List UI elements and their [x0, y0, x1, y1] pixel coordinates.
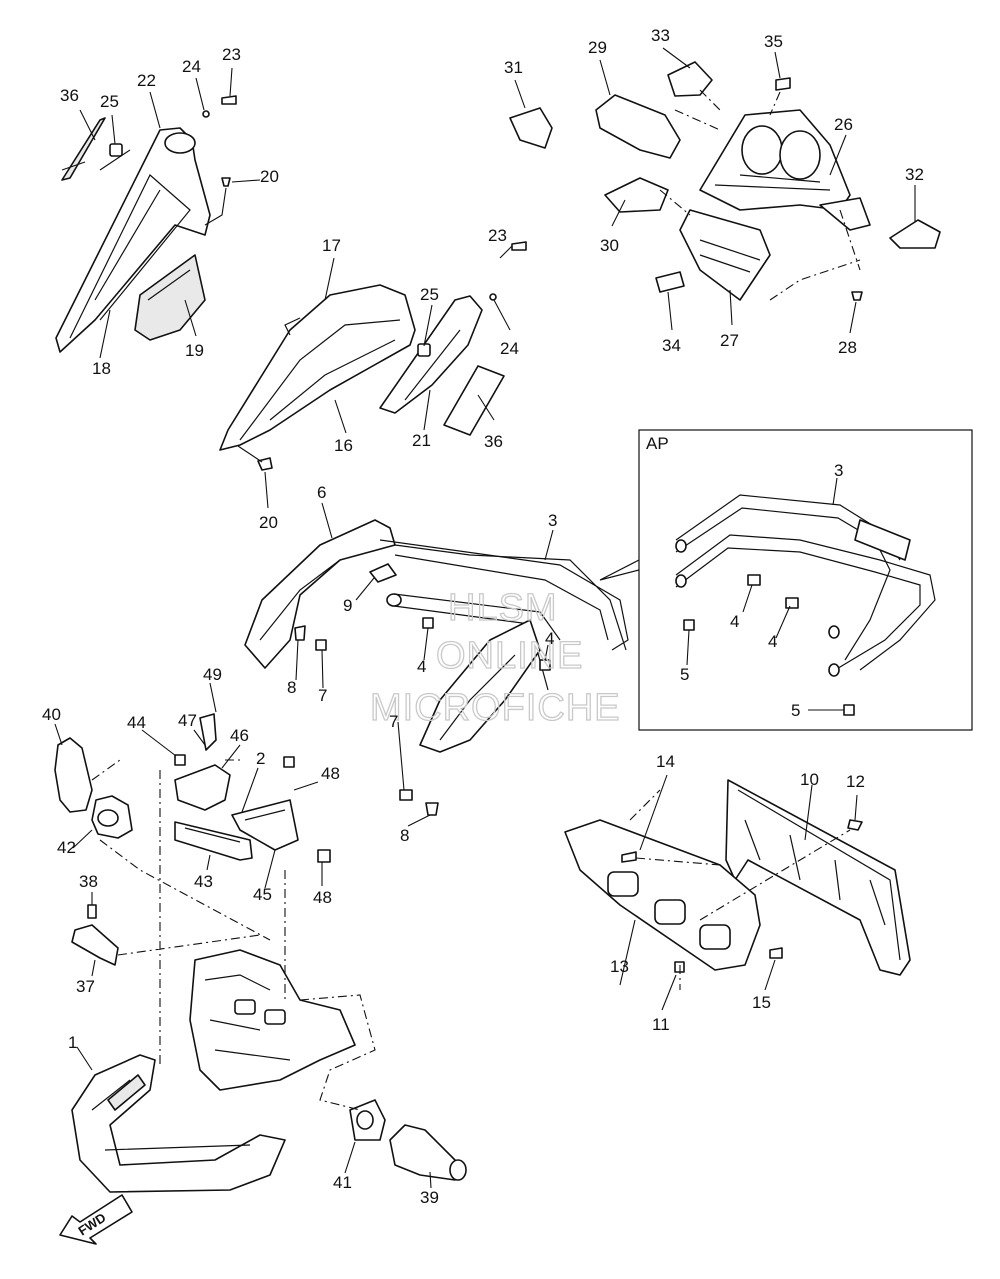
callout-41: 41	[333, 1173, 352, 1192]
callout-16: 16	[334, 436, 353, 455]
lower-right-assembly	[564, 774, 911, 1011]
callout-44: 44	[127, 713, 146, 732]
callout-18: 18	[92, 359, 111, 378]
callout-14: 14	[656, 752, 675, 771]
callout-4: 4	[417, 657, 426, 676]
grab-bar-assembly	[244, 502, 629, 827]
callout-33: 33	[651, 26, 670, 45]
callout-42: 42	[57, 838, 76, 857]
callout-7: 7	[318, 686, 327, 705]
callout-36b: 36	[484, 432, 503, 451]
callout-47: 47	[178, 711, 197, 730]
watermark: HLSM ONLINE MICROFICHE	[369, 586, 621, 729]
callout-3: 3	[548, 511, 557, 530]
callout-9: 9	[343, 596, 352, 615]
callout-36: 36	[60, 86, 79, 105]
callout-26: 26	[834, 115, 853, 134]
callout-2: 2	[256, 749, 265, 768]
callout-23: 23	[222, 45, 241, 64]
callout-24b: 24	[500, 339, 519, 358]
watermark-line-2: ONLINE	[436, 635, 583, 677]
callout-32: 32	[905, 165, 924, 184]
side-cowl-assembly	[55, 67, 261, 359]
callout-21: 21	[412, 431, 431, 450]
watermark-line-1: HLSM	[448, 587, 558, 629]
callout-12: 12	[846, 772, 865, 791]
callout-31: 31	[504, 58, 523, 77]
callout-48: 48	[321, 764, 340, 783]
ap-label: AP	[646, 434, 669, 453]
callout-6: 6	[317, 483, 326, 502]
callout-13: 13	[610, 957, 629, 976]
callout-29: 29	[588, 38, 607, 57]
ap-callout-4: 4	[730, 612, 739, 631]
ap-callout-5: 5	[680, 665, 689, 684]
callout-39: 39	[420, 1188, 439, 1207]
callout-1: 1	[68, 1033, 77, 1052]
callout-8: 8	[287, 678, 296, 697]
callout-25: 25	[100, 92, 119, 111]
callout-10: 10	[800, 770, 819, 789]
callout-8b: 8	[400, 826, 409, 845]
callout-7b: 7	[389, 712, 398, 731]
ap-callout-5b: 5	[791, 701, 800, 720]
callout-25b: 25	[420, 285, 439, 304]
callout-43: 43	[194, 872, 213, 891]
ap-callout-3: 3	[834, 461, 843, 480]
callout-34: 34	[662, 336, 681, 355]
callout-45: 45	[253, 885, 272, 904]
callout-20b: 20	[259, 513, 278, 532]
ap-callout-4b: 4	[768, 632, 777, 651]
callout-11: 11	[652, 1015, 670, 1034]
callout-48b: 48	[313, 888, 332, 907]
callout-46: 46	[230, 726, 249, 745]
upper-cowl-assembly: YAMAHA	[219, 241, 527, 509]
fwd-arrow: FWD	[59, 1194, 133, 1245]
callout-19: 19	[185, 341, 204, 360]
callout-37: 37	[76, 977, 95, 996]
callout-22: 22	[137, 71, 156, 90]
callout-numbers: 36 25 22 24 23 20 18 19 17 25 23 24 16 2…	[42, 26, 924, 1207]
callout-15: 15	[752, 993, 771, 1012]
callout-35: 35	[764, 32, 783, 51]
callout-40: 40	[42, 705, 61, 724]
callout-27: 27	[720, 331, 739, 350]
watermark-line-3: MICROFICHE	[370, 687, 621, 729]
ap-detail-box	[599, 429, 973, 731]
lower-left-assembly	[54, 682, 467, 1193]
callout-4b: 4	[545, 629, 554, 648]
callout-24: 24	[182, 57, 201, 76]
callout-17: 17	[322, 236, 341, 255]
callout-49: 49	[203, 665, 222, 684]
meter-housing-assembly	[509, 47, 941, 334]
callout-30: 30	[600, 236, 619, 255]
callout-20: 20	[260, 167, 279, 186]
callout-23b: 23	[488, 226, 507, 245]
callout-28: 28	[838, 338, 857, 357]
callout-38: 38	[79, 872, 98, 891]
